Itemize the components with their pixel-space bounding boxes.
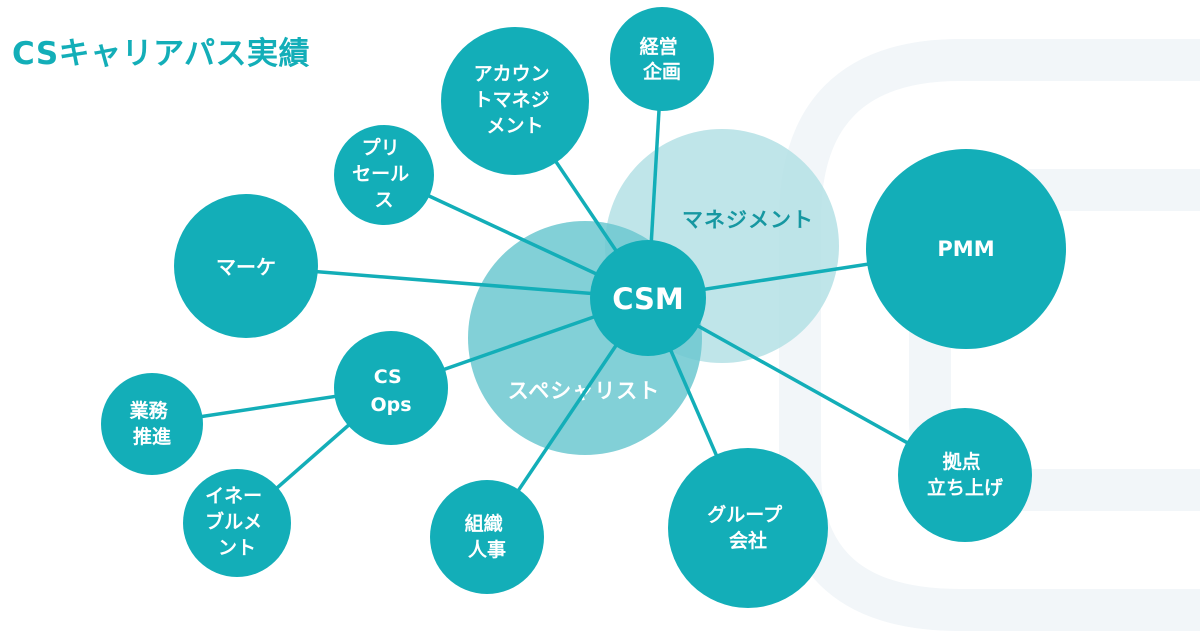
page-title: CSキャリアパス実績 [12,36,311,72]
node-marketing[interactable]: マーケ [174,194,318,338]
node-csops[interactable]: CS Ops [334,331,448,445]
node-soshiki[interactable]: 組織 人事 [430,480,544,594]
node-presales[interactable]: プリ セール ス [334,125,434,225]
node-account[interactable]: アカウン トマネジ メント [441,27,589,175]
node-kyoten[interactable]: 拠点 立ち上げ [898,408,1032,542]
node-csops-label: CS Ops [370,366,411,416]
node-enablement-label: イネー ブルメ ント [205,485,269,559]
node-presales-label: プリ セール ス [352,136,416,211]
node-keiei-label: 経営 企画 [640,35,685,83]
node-group-label: グループ 会社 [707,503,789,552]
node-account-label: アカウン トマネジ メント [474,63,557,137]
node-soshiki-label: 組織 人事 [465,512,510,561]
node-keiei[interactable]: 経営 企画 [610,7,714,111]
node-group[interactable]: グループ 会社 [668,448,828,608]
management-area-label: マネジメント [682,208,814,232]
node-gyomu-label: 業務 推進 [129,399,175,448]
node-pmm-label: PMM [937,237,994,261]
node-gyomu[interactable]: 業務 推進 [101,373,203,475]
node-kyoten-label: 拠点 立ち上げ [927,450,1004,499]
node-enablement[interactable]: イネー ブルメ ント [183,469,291,577]
node-marketing-label: マーケ [216,255,276,279]
node-csm[interactable]: CSM [590,240,706,356]
node-pmm[interactable]: PMM [866,149,1066,349]
node-csm-label: CSM [612,282,684,316]
